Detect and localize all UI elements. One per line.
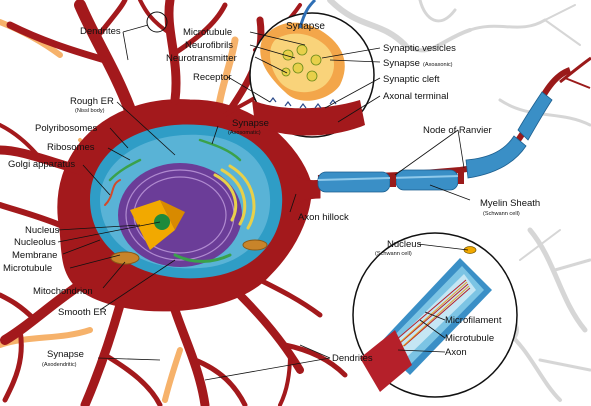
- label-microtubule-inset: Microtubule: [445, 333, 494, 344]
- label-synaptic-cleft: Synaptic cleft: [383, 74, 440, 85]
- label-synapse-axodendritic: Synapse: [47, 349, 84, 360]
- label-synapse-axodendritic-sub: (Axodendritic): [42, 362, 77, 368]
- label-ribosomes: Ribosomes: [47, 142, 95, 153]
- label-axon-hillock: Axon hillock: [298, 212, 349, 223]
- label-smooth-er: Smooth ER: [58, 307, 107, 318]
- nucleus-shape: [118, 163, 242, 267]
- label-synapse-title: Synapse: [286, 21, 325, 32]
- axon-inset: [352, 232, 518, 398]
- label-polyribosomes: Polyribosomes: [35, 123, 98, 134]
- label-dendrites-bottom: Dendrites: [332, 353, 373, 364]
- label-synaptic-vesicles: Synaptic vesicles: [383, 43, 456, 54]
- label-membrane: Membrane: [12, 250, 57, 261]
- label-microtubule-top: Microtubule: [183, 27, 232, 38]
- label-mitochondrion: Mitochondrion: [33, 286, 93, 297]
- label-nucleolus: Nucleolus: [14, 237, 56, 248]
- background-neurons: [327, 0, 591, 402]
- label-receptor: Receptor: [193, 72, 232, 83]
- label-myelin-sheath: Myelin Sheath: [480, 198, 540, 209]
- label-myelin-sheath-sub: (Schwann cell): [483, 211, 520, 217]
- label-neurofibrils: Neurofibrils: [185, 40, 233, 51]
- label-synapse-axosomatic: Synapse: [232, 118, 269, 129]
- label-rough-er: Rough ER: [70, 96, 114, 107]
- organelles: [104, 138, 268, 265]
- label-synapse-axoaxonic-sub: (Axoaxonic): [423, 62, 453, 68]
- label-node-of-ranvier: Node of Ranvier: [423, 125, 492, 136]
- label-synapse-axosomatic-sub: (Axosomatic): [228, 130, 261, 136]
- labels: Dendrites Microtubule Neurofibrils Neuro…: [3, 21, 540, 368]
- leader-lines: [57, 24, 471, 381]
- label-axonal-terminal: Axonal terminal: [383, 91, 448, 102]
- axon: [317, 56, 591, 193]
- label-dendrites-top: Dendrites: [80, 26, 121, 37]
- label-microtubule-left: Microtubule: [3, 263, 52, 274]
- label-synapse-axoaxonic: Synapse: [383, 58, 420, 69]
- label-schwann-nucleus: Nucleus: [387, 239, 422, 250]
- label-rough-er-sub: (Nissl body): [75, 108, 105, 114]
- label-nucleus: Nucleus: [25, 225, 60, 236]
- myelin-sheath-segments: [317, 91, 553, 193]
- label-microfilament: Microfilament: [445, 315, 502, 326]
- synapse-inset: [249, 0, 375, 138]
- label-neurotransmitter: Neurotransmitter: [166, 53, 237, 64]
- label-schwann-nucleus-sub: (Schwann cell): [375, 251, 412, 257]
- label-golgi-apparatus: Golgi apparatus: [8, 159, 75, 170]
- synapse-zoom-marker: [146, 11, 168, 33]
- label-axon: Axon: [445, 347, 467, 358]
